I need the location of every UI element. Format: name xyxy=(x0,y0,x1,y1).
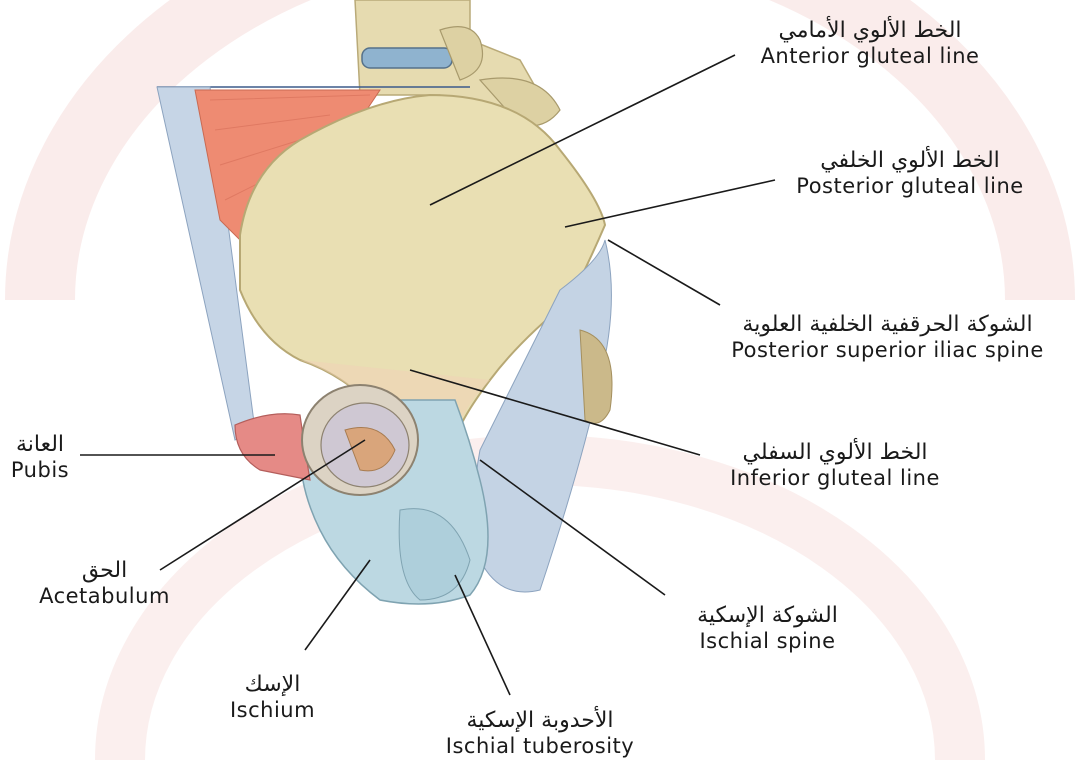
pubis-region xyxy=(235,414,310,480)
label-ar: العانة xyxy=(0,432,80,458)
label-en: Pubis xyxy=(0,458,80,483)
label-ischium: الإسك Ischium xyxy=(210,672,335,724)
label-ar: الحق xyxy=(22,558,187,584)
label-ar: الأحدوبة الإسكية xyxy=(410,708,670,734)
label-posterior-superior-iliac-spine: الشوكة الحرقفية الخلفية العلوية Posterio… xyxy=(700,312,1075,364)
acetabulum-socket xyxy=(302,385,418,495)
label-ar: الخط الألوي الأمامي xyxy=(735,18,1005,44)
label-en: Ischium xyxy=(210,698,335,723)
label-acetabulum: الحق Acetabulum xyxy=(22,558,187,610)
label-anterior-gluteal-line: الخط الألوي الأمامي Anterior gluteal lin… xyxy=(735,18,1005,70)
label-en: Posterior superior iliac spine xyxy=(700,338,1075,363)
label-pubis: العانة Pubis xyxy=(0,432,80,484)
label-ischial-spine: الشوكة الإسكية Ischial spine xyxy=(660,603,875,655)
label-en: Acetabulum xyxy=(22,584,187,609)
label-en: Ischial tuberosity xyxy=(410,734,670,759)
label-ar: الإسك xyxy=(210,672,335,698)
label-en: Inferior gluteal line xyxy=(700,466,970,491)
leader-ischial-tuberosity xyxy=(455,575,510,695)
label-en: Ischial spine xyxy=(660,629,875,654)
leader-ischium xyxy=(305,560,370,650)
label-en: Anterior gluteal line xyxy=(735,44,1005,69)
label-posterior-gluteal-line: الخط الألوي الخلفي Posterior gluteal lin… xyxy=(770,148,1050,200)
label-ar: الشوكة الحرقفية الخلفية العلوية xyxy=(700,312,1075,338)
label-en: Posterior gluteal line xyxy=(770,174,1050,199)
label-ar: الخط الألوي الخلفي xyxy=(770,148,1050,174)
leader-posterior-superior-iliac-spine xyxy=(608,240,720,305)
label-ar: الشوكة الإسكية xyxy=(660,603,875,629)
label-ischial-tuberosity: الأحدوبة الإسكية Ischial tuberosity xyxy=(410,708,670,760)
label-ar: الخط الألوي السفلي xyxy=(700,440,970,466)
label-inferior-gluteal-line: الخط الألوي السفلي Inferior gluteal line xyxy=(700,440,970,492)
